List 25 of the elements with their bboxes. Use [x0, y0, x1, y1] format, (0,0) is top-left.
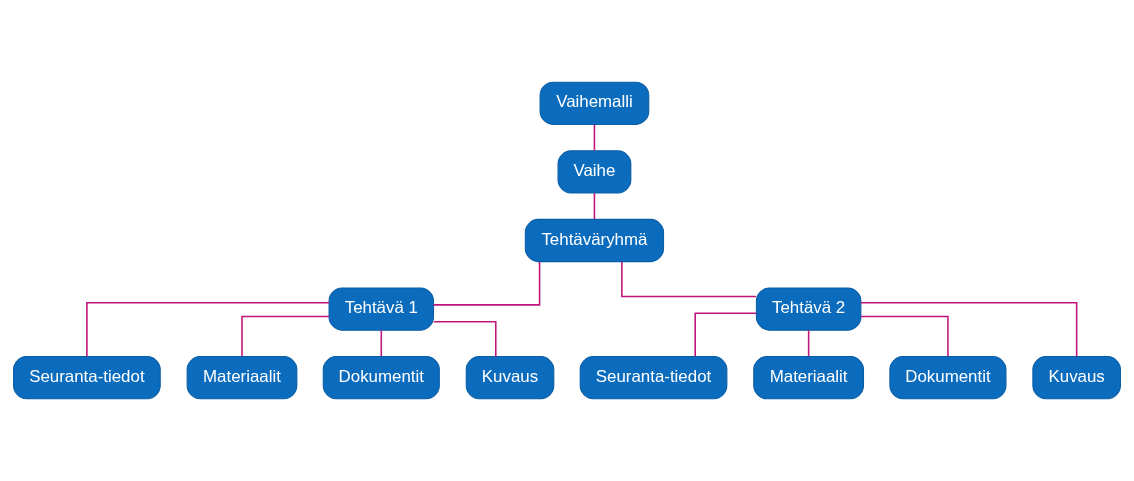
connector: [860, 301, 1078, 358]
connector: [433, 320, 497, 358]
node-box: Vaihe: [557, 150, 632, 194]
connector: [807, 329, 810, 357]
connector: [593, 192, 596, 220]
node-box: Vaihemalli: [539, 81, 650, 125]
node-box: Tehtäväryhmä: [524, 218, 665, 263]
connector: [621, 260, 757, 298]
node-box: Materiaalit: [753, 356, 865, 400]
connector: [380, 329, 383, 357]
node-box: Tehtävä 1: [328, 287, 435, 331]
node-box: Dokumentit: [889, 356, 1007, 400]
node-box: Dokumentit: [322, 356, 440, 400]
connector: [694, 312, 758, 358]
node-box: Kuvaus: [465, 356, 555, 400]
node-box: Tehtävä 2: [755, 287, 862, 331]
connector: [860, 315, 949, 358]
connector: [241, 315, 330, 358]
node-box: Seuranta-tiedot: [579, 356, 728, 400]
node-box: Kuvaus: [1032, 356, 1121, 400]
connector: [86, 301, 330, 358]
node-box: Seuranta-tiedot: [13, 356, 161, 400]
connector: [432, 261, 541, 306]
connector: [593, 123, 596, 152]
node-box: Materiaalit: [186, 356, 298, 400]
